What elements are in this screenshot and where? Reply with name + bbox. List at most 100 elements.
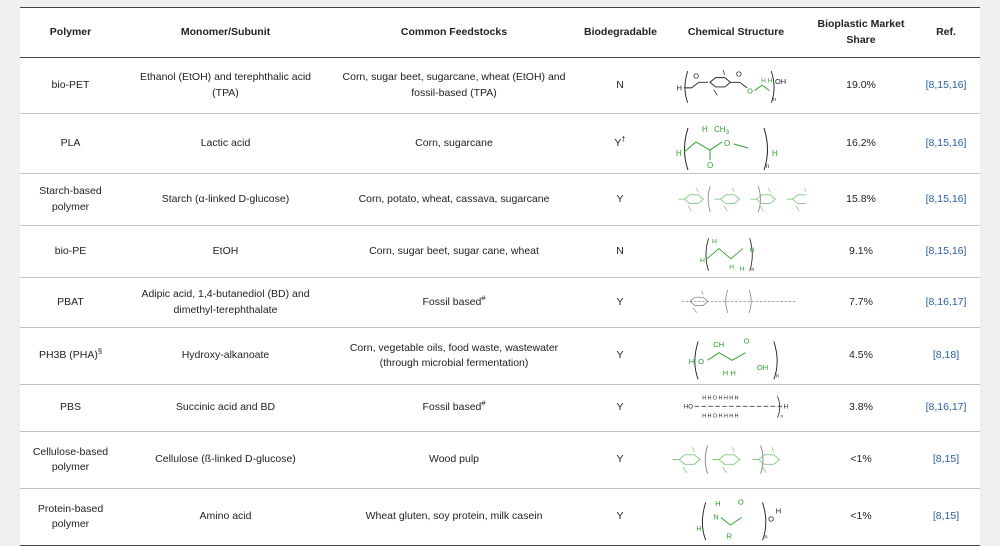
biodegradable-value: Y (616, 192, 624, 205)
svg-text:H H: H H (761, 77, 773, 84)
feedstocks-text: Corn, sugar beet, sugar cane, wheat (369, 244, 539, 257)
biodegradable-footnote-mark: † (621, 134, 626, 144)
svg-text:n: n (751, 266, 754, 272)
monomer-cell: Cellulose (ß-linked D-glucose) (121, 431, 330, 489)
svg-text:CH3: CH3 (714, 125, 730, 136)
polymer-footnote-mark: § (97, 346, 103, 356)
svg-text:H H O H H H H: H H O H H H H (702, 395, 738, 401)
table-row: PBS Succinic acid and BD Fossil based# Y… (20, 384, 980, 432)
svg-text:H: H (750, 247, 755, 254)
reference-cell: [8,16,17] (912, 277, 980, 328)
biodegradable-value: Y (616, 401, 624, 414)
reference-cell: [8,15,16] (912, 173, 980, 226)
polymer-cell: Protein-based polymer (20, 488, 121, 546)
monomer-cell: Adipic acid, 1,4-butanediol (BD) and dim… (121, 277, 330, 328)
biodegradable-cell: N (578, 57, 662, 114)
biodegradable-cell: N (578, 225, 662, 278)
biodegradable-value: N (616, 78, 624, 91)
biodegradable-cell: Y (578, 431, 662, 489)
svg-text:N: N (713, 512, 718, 521)
feedstocks-cell: Corn, sugar beet, sugarcane, wheat (EtOH… (330, 57, 578, 114)
feedstocks-cell: Wood pulp (330, 431, 578, 489)
bioplastics-table: Polymer Monomer/Subunit Common Feedstock… (20, 7, 980, 546)
market-share-cell: 4.5% (810, 327, 912, 385)
svg-text:n: n (781, 413, 784, 418)
feedstocks-cell: Corn, sugarcane (330, 113, 578, 174)
header-polymer: Polymer (20, 7, 121, 58)
svg-text:HO: HO (684, 403, 693, 410)
svg-text:H: H (772, 149, 778, 158)
market-share-cell: <1% (810, 431, 912, 489)
table-row: bio-PE EtOH Corn, sugar beet, sugar cane… (20, 225, 980, 278)
polymer-cell: PH3B (PHA)§ (20, 327, 121, 385)
header-monomer: Monomer/Subunit (121, 7, 330, 58)
header-biodegradable: Biodegradable (578, 7, 662, 58)
biodegradable-value: Y (616, 295, 624, 308)
biodegradable-cell: Y (578, 277, 662, 328)
market-share-cell: 3.8% (810, 384, 912, 432)
feedstocks-text: Corn, potato, wheat, cassava, sugarcane (358, 192, 550, 205)
svg-text:O: O (747, 86, 753, 95)
svg-text:O: O (724, 139, 730, 148)
monomer-cell: Starch (α-linked D-glucose) (121, 173, 330, 226)
svg-text:H: H (677, 83, 682, 92)
feedstocks-text: Wheat gluten, soy protein, milk casein (365, 510, 543, 523)
biodegradable-cell: Y (578, 488, 662, 546)
header-row: Polymer Monomer/Subunit Common Feedstock… (20, 7, 980, 58)
chemical-structure-cell (662, 431, 810, 489)
polymer-name: Starch-based polymer (39, 185, 102, 213)
table-row: Cellulose-based polymer Cellulose (ß-lin… (20, 431, 980, 489)
table-row: Starch-based polymer Starch (α-linked D-… (20, 173, 980, 226)
polymer-name: PLA (60, 136, 81, 149)
reference-cell: [8,18] (912, 327, 980, 385)
header-structure: Chemical Structure (662, 7, 810, 58)
svg-text:n: n (776, 373, 779, 379)
biodegradable-cell: Y (578, 327, 662, 385)
monomer-cell: Hydroxy-alkanoate (121, 327, 330, 385)
svg-text:H: H (712, 238, 717, 245)
reference-cell: [8,15] (912, 431, 980, 489)
svg-text:H: H (784, 403, 788, 410)
pbat-structure (681, 289, 797, 313)
svg-text:H: H (739, 265, 744, 272)
feedstocks-text: Fossil based (422, 401, 482, 414)
biodegradable-value: Y (614, 136, 622, 149)
market-share-cell: 7.7% (810, 277, 912, 328)
svg-text:H H O H H H H: H H O H H H H (702, 413, 738, 419)
monomer-cell: Lactic acid (121, 113, 330, 174)
polymer-name: PH3B (PHA) (38, 349, 98, 362)
table-row: PBAT Adipic acid, 1,4-butanediol (BD) an… (20, 277, 980, 328)
biodegradable-value: Y (616, 349, 624, 362)
svg-text:H: H (700, 257, 705, 264)
svg-text:O: O (698, 357, 704, 366)
reference-cell: [8,15,16] (912, 113, 980, 174)
market-share-cell: 19.0% (810, 57, 912, 114)
reference-cell: [8,15,16] (912, 225, 980, 278)
feedstocks-footnote-mark: # (481, 293, 486, 303)
polymer-name: bio-PET (51, 78, 90, 91)
svg-text:H: H (696, 523, 701, 532)
svg-text:n: n (764, 534, 767, 540)
cellulose-structure (672, 444, 781, 474)
biodegradable-cell: Y† (578, 113, 662, 174)
svg-text:O: O (738, 497, 744, 506)
polymer-name: bio-PE (54, 244, 87, 257)
biodegradable-cell: Y (578, 173, 662, 226)
svg-text:H: H (729, 264, 734, 271)
polymer-cell: bio-PET (20, 57, 121, 114)
feedstocks-footnote-mark: # (481, 398, 486, 408)
feedstocks-cell: Corn, sugar beet, sugar cane, wheat (330, 225, 578, 278)
svg-text:CH: CH (713, 340, 724, 349)
svg-text:H: H (676, 149, 682, 158)
polymer-cell: PBAT (20, 277, 121, 328)
svg-text:H: H (689, 357, 694, 366)
svg-text:OH: OH (757, 362, 768, 371)
svg-text:H: H (776, 506, 781, 515)
feedstocks-cell: Wheat gluten, soy protein, milk casein (330, 488, 578, 546)
